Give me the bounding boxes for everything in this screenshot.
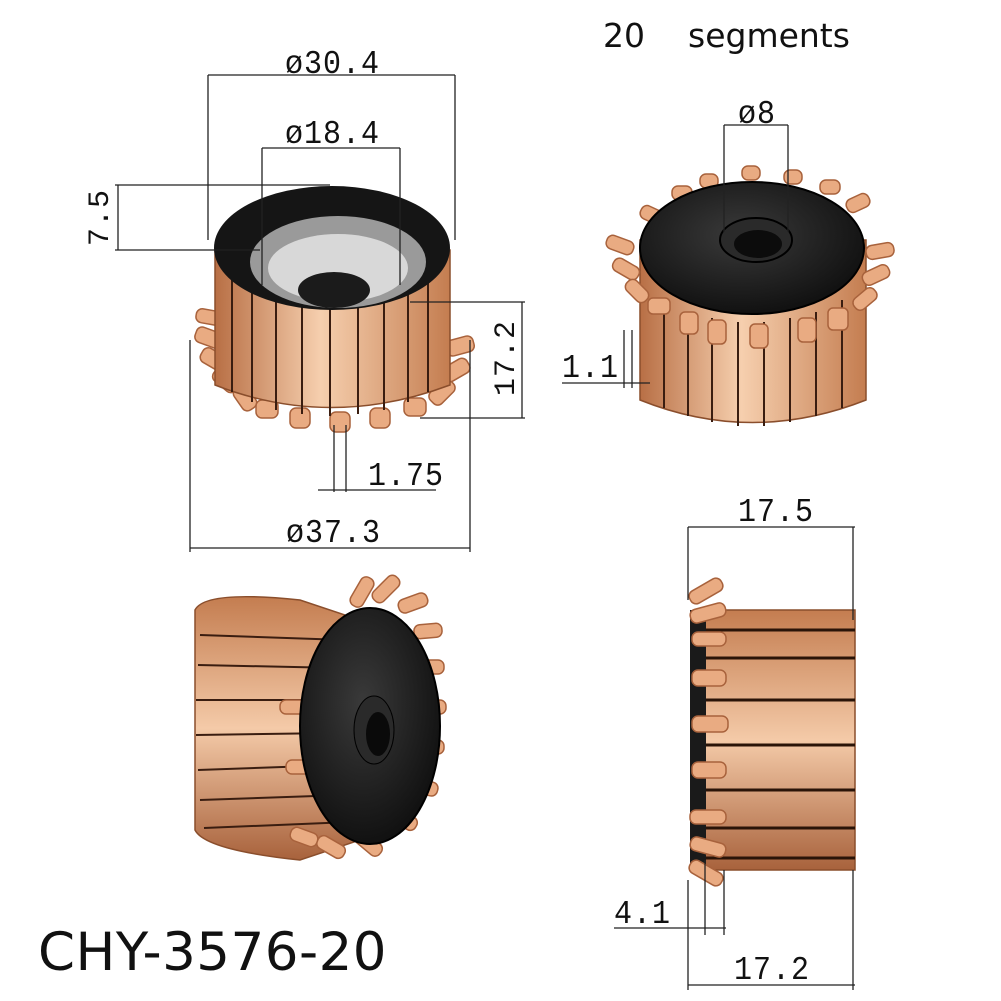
dim-recess-depth: 7.5 — [84, 188, 118, 246]
commutator-view-bottom-left — [194, 574, 447, 861]
dim-hook-offset: 4.1 — [614, 896, 672, 935]
segment-slots — [231, 270, 429, 416]
dim-outer-diameter: ø30.4 — [285, 46, 381, 85]
segment-count: 20 — [603, 16, 645, 55]
dim-hook-width: 1.75 — [368, 458, 445, 497]
dim-inner-diameter: ø18.4 — [285, 116, 381, 155]
dim-height: 17.2 — [490, 319, 524, 396]
segment-label: segments — [688, 16, 850, 55]
commutator-view-top-right — [605, 165, 895, 426]
commutator-view-bottom-right — [688, 577, 856, 887]
dim-bore-diameter: ø8 — [738, 96, 777, 135]
model-code: CHY-3576-20 — [38, 922, 388, 983]
dim-hook-thickness: 1.1 — [562, 350, 620, 389]
dimension-lines — [115, 74, 855, 990]
hooks-ring — [688, 577, 729, 887]
dim-hook-diameter: ø37.3 — [286, 515, 382, 554]
dim-segment-length: 17.5 — [738, 494, 815, 533]
dim-body-length: 17.2 — [734, 952, 811, 991]
hooks-ring — [605, 165, 895, 349]
commutator-view-top-left — [194, 186, 475, 433]
